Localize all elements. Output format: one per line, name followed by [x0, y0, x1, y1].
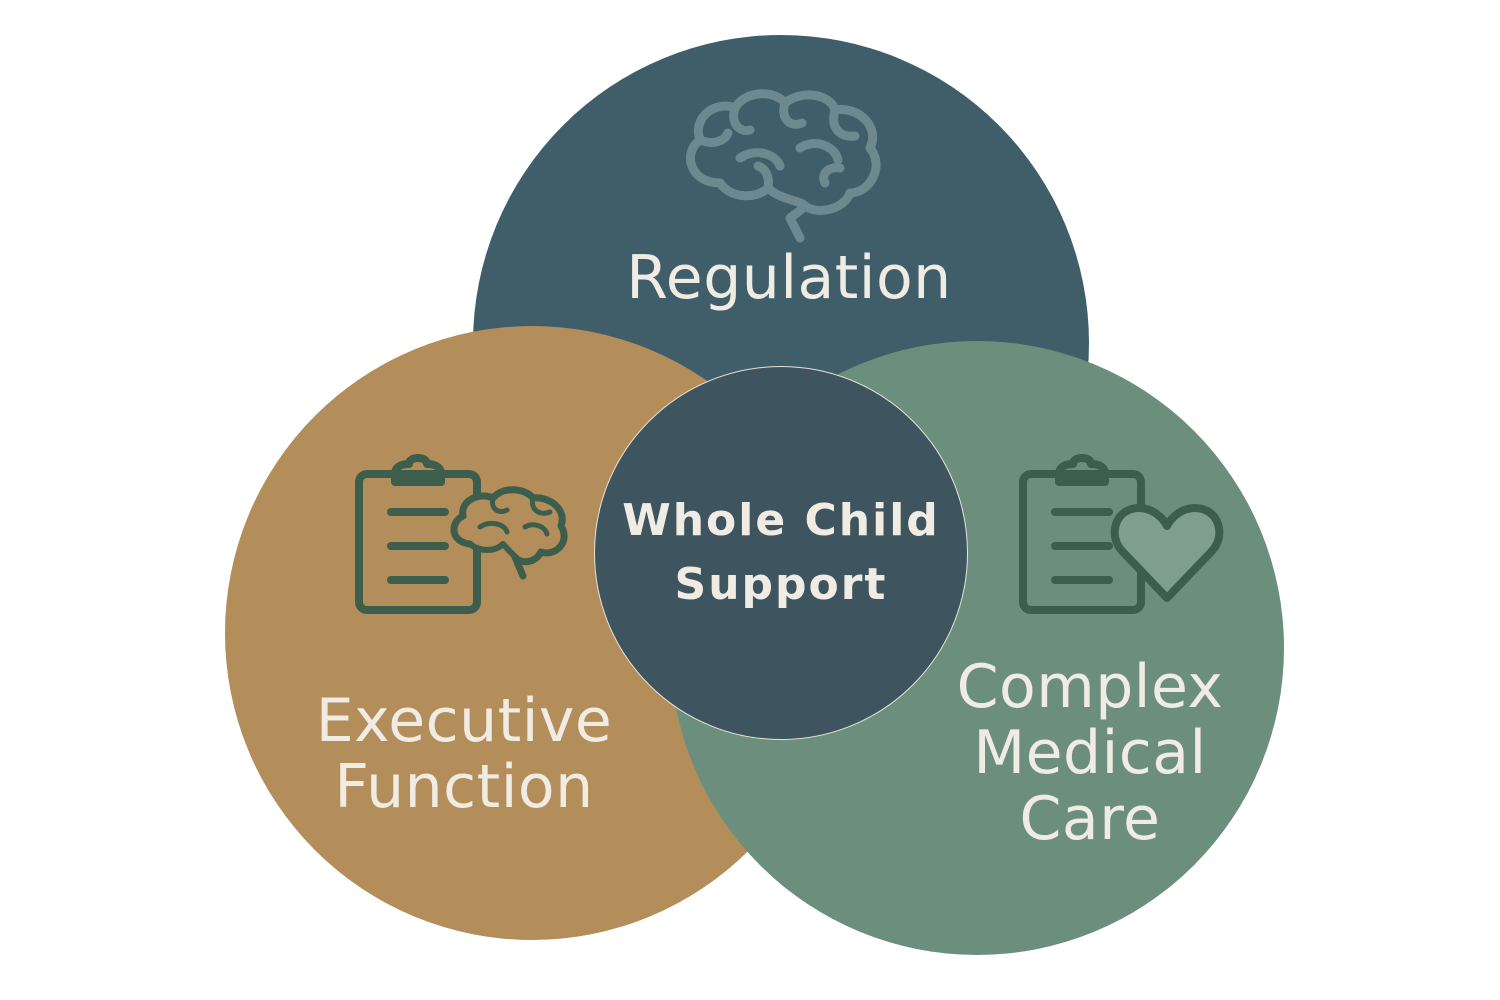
clipboard-heart-icon	[1019, 454, 1224, 614]
medical-label-line3: Care	[1019, 784, 1161, 854]
center-label-line2: Support	[674, 559, 888, 610]
executive-label-line1: Executive	[315, 686, 613, 756]
complex-medical-care-label: Complex Medical Care	[900, 654, 1280, 852]
executive-label-line2: Function	[334, 752, 594, 822]
whole-child-support-circle: Whole Child Support	[594, 366, 968, 740]
regulation-label: Regulation	[626, 243, 952, 313]
center-label-line1: Whole Child	[622, 495, 940, 546]
medical-label-line1: Complex	[956, 652, 1224, 722]
medical-label-line2: Medical	[973, 718, 1207, 788]
clipboard-brain-icon	[355, 454, 568, 614]
center-label: Whole Child Support	[622, 489, 940, 617]
brain-icon	[686, 89, 881, 243]
executive-function-label: Executive Function	[274, 688, 654, 820]
